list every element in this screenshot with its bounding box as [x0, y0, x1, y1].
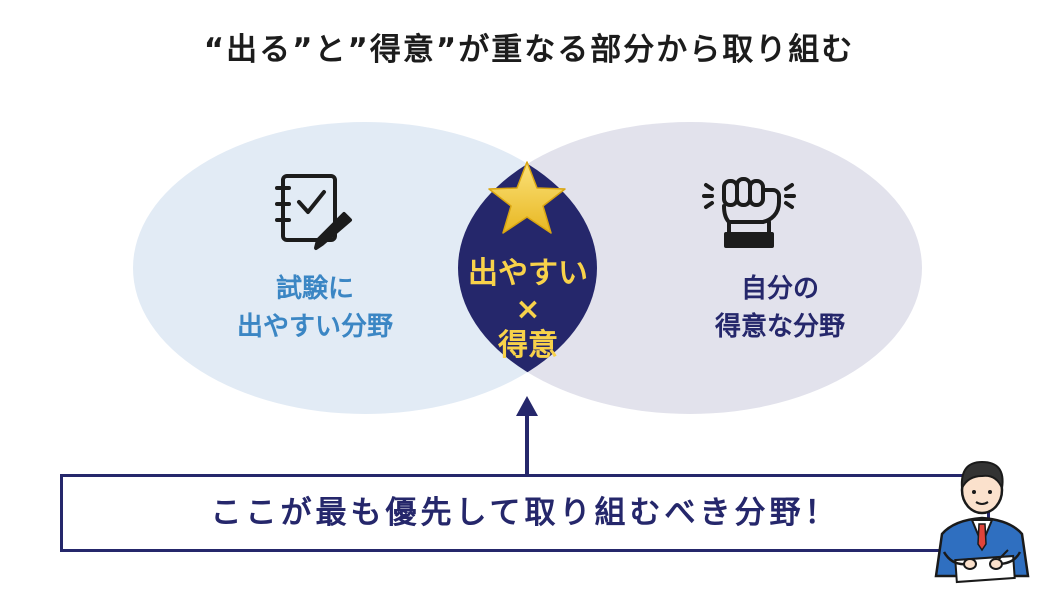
- right-circle-label: 自分の 得意な分野: [650, 270, 910, 346]
- overlap-label-line3: 得意: [498, 328, 558, 363]
- overlap-label-times: ×: [515, 292, 541, 327]
- callout-box: [60, 474, 990, 552]
- left-circle-label: 試験に 出やすい分野: [185, 270, 445, 346]
- arrow-up-icon: [516, 396, 538, 474]
- right-label-line2: 得意な分野: [714, 312, 845, 342]
- callout-text: ここが最も優先して取り組むべき分野！: [210, 495, 840, 531]
- right-label-line1: 自分の: [740, 274, 819, 304]
- overlap-label: 出やすい × 得意: [430, 256, 626, 364]
- studying-businessman-icon: [934, 460, 1030, 584]
- raised-fist-icon: [702, 177, 796, 248]
- right-circle: [458, 122, 922, 414]
- left-label-line1: 試験に: [275, 274, 354, 304]
- star-icon: [488, 161, 566, 234]
- left-circle: [133, 122, 597, 414]
- checklist-notebook-icon: [275, 174, 352, 250]
- left-label-line2: 出やすい分野: [236, 312, 393, 342]
- page-title: “出る”と”得意”が重なる部分から取り組む: [203, 32, 855, 68]
- overlap-label-line1: 出やすい: [468, 256, 588, 291]
